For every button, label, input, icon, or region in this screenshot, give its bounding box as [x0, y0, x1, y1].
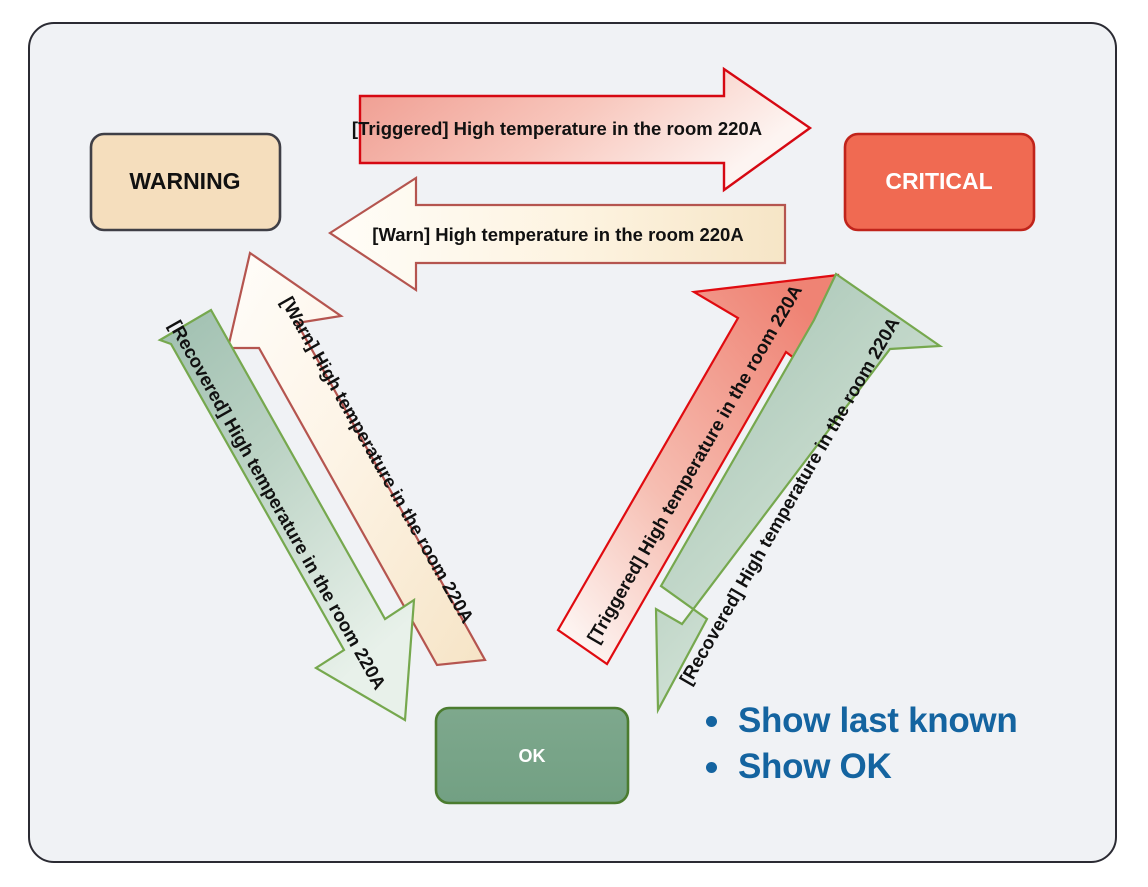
- node-critical-box[interactable]: [843, 132, 1036, 232]
- arrow-critical-to-warning-shape: [327, 175, 787, 293]
- node-ok-label: OK: [519, 746, 546, 766]
- arrow-critical-to-ok-shape: [654, 272, 944, 715]
- arrow-warning-to-ok-shape: [157, 308, 416, 722]
- node-warning[interactable]: WARNING: [89, 132, 282, 232]
- bullet-dot-icon: [706, 715, 717, 727]
- node-critical-label: CRITICAL: [885, 168, 992, 194]
- bullet-list: Show last known Show OK: [706, 698, 1106, 790]
- arrow-critical-to-warning: [Warn] High temperature in the room 220A: [327, 175, 787, 293]
- list-item[interactable]: Show OK: [706, 744, 1106, 790]
- bullet-label: Show last known: [738, 701, 1018, 740]
- arrow-warning-to-critical-label: [Triggered] High temperature in the room…: [352, 118, 762, 139]
- node-warning-label: WARNING: [129, 168, 240, 194]
- node-ok-box[interactable]: [434, 706, 630, 805]
- list-item[interactable]: Show last known: [706, 698, 1106, 744]
- bullet-label: Show OK: [738, 747, 892, 786]
- arrow-warning-to-critical: [Triggered] High temperature in the room…: [352, 66, 813, 193]
- node-critical[interactable]: CRITICAL: [843, 132, 1036, 232]
- bullet-dot-icon: [706, 761, 717, 773]
- arrow-warning-to-critical-shape: [358, 66, 813, 193]
- node-warning-box[interactable]: [89, 132, 282, 232]
- node-ok[interactable]: OK: [434, 706, 630, 805]
- arrow-critical-to-warning-label: [Warn] High temperature in the room 220A: [372, 224, 743, 245]
